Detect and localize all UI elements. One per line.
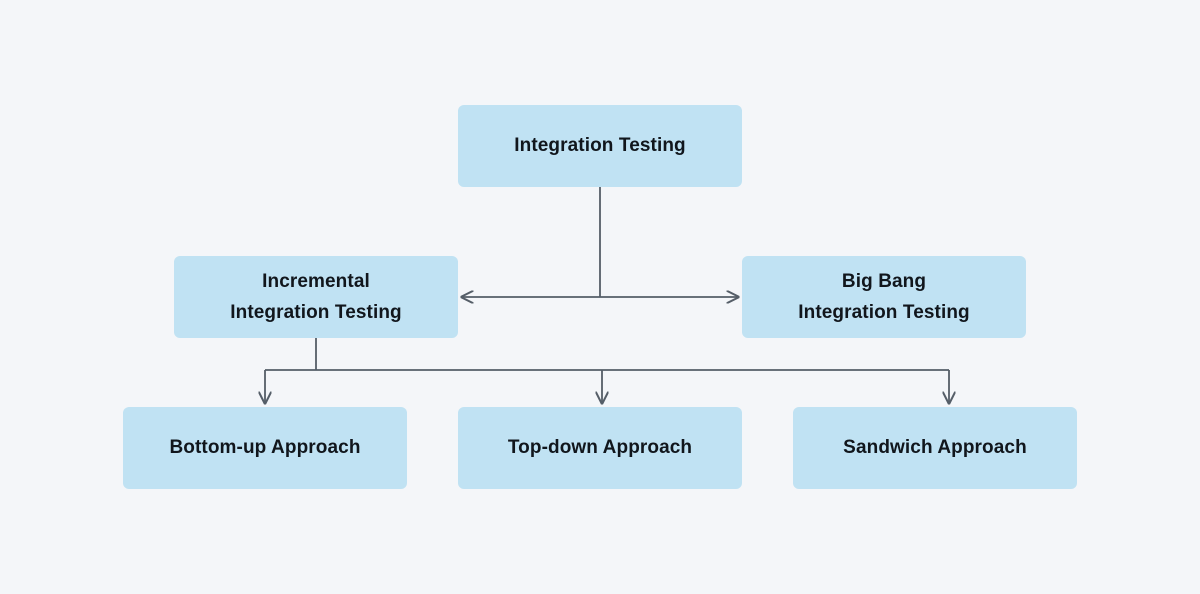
node-label: Top-down Approach — [507, 437, 693, 459]
node-label: Big Bang Integration Testing — [798, 270, 970, 323]
node-incremental-integration-testing[interactable]: Incremental Integration Testing — [174, 256, 458, 338]
node-sandwich-approach[interactable]: Sandwich Approach — [793, 407, 1077, 489]
node-integration-testing[interactable]: Integration Testing — [458, 105, 742, 187]
node-label: Integration Testing — [514, 135, 686, 157]
node-label: Bottom-up Approach — [169, 437, 361, 459]
node-top-down-approach[interactable]: Top-down Approach — [458, 407, 742, 489]
node-label: Incremental Integration Testing — [230, 270, 402, 323]
node-bottom-up-approach[interactable]: Bottom-up Approach — [123, 407, 407, 489]
node-label: Sandwich Approach — [843, 437, 1027, 459]
node-big-bang-integration-testing[interactable]: Big Bang Integration Testing — [742, 256, 1026, 338]
